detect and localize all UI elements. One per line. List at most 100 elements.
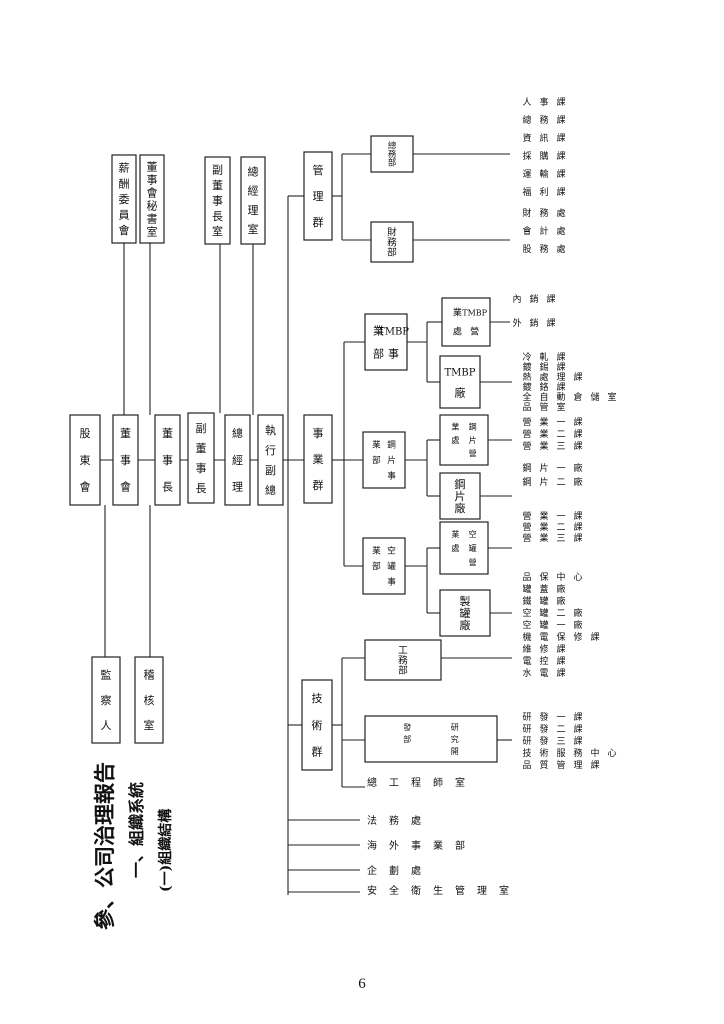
leaf-unit-steel-sales-char: 業 — [539, 416, 548, 428]
box-label-tmbp_plant-char: 廠 — [455, 385, 466, 399]
staff-unit-chief-engineer-char: 工 — [389, 778, 399, 789]
leaf-unit-finance-char: 務 — [539, 243, 548, 255]
box-label-finance-char: 部 — [387, 246, 397, 258]
org-box-comp-committee — [111, 154, 137, 244]
org-box-shareholders — [69, 414, 101, 506]
leaf-unit-engineering-char: 課 — [556, 655, 565, 667]
leaf-unit-engineering-char: 修 — [539, 643, 548, 655]
org-box-can-plant — [439, 589, 491, 637]
org-box-tmbp-sales — [441, 297, 491, 347]
leaf-unit-rnd-char: 課 — [573, 711, 582, 723]
leaf-unit-rnd-char: 理 — [573, 760, 582, 771]
leaf-unit-tmbp-plant-char: 鉻 — [539, 381, 548, 393]
leaf-unit-finance-char: 務 — [539, 207, 548, 219]
leaf-unit-general-affairs-char: 事 — [539, 96, 548, 108]
leaf-unit-tmbp-plant-char: 熱 — [522, 371, 531, 383]
org-box-mgmt-group — [303, 151, 333, 241]
leaf-unit-steel-sales-char: 二 — [556, 430, 565, 440]
leaf-unit-engineering-char: 課 — [590, 631, 599, 643]
box-label-board-char: 會 — [120, 480, 131, 494]
leaf-unit-can-plant-char: 品 — [522, 572, 531, 583]
org-box-gm — [224, 414, 251, 506]
box-label-tmbp_plant-char: TMBP — [445, 367, 476, 378]
box-label-supervisor-char: 察 — [101, 693, 112, 707]
org-box-vice-chairman — [187, 412, 215, 504]
leaf-unit-tmbp-plant-char: 鍍 — [522, 381, 531, 393]
box-label-drum_bu-char: 罐 — [387, 560, 396, 572]
box-label-tmbp_sales-char: TMBP — [462, 309, 487, 318]
leaf-unit-can-plant-char: 罐 — [539, 595, 548, 607]
leaf-unit-general-affairs-char: 訊 — [539, 132, 548, 144]
leaf-unit-steel-sales-char: 業 — [539, 440, 548, 452]
leaf-unit-finance-char: 處 — [556, 243, 565, 255]
leaf-unit-can-plant-char: 罐 — [539, 607, 548, 619]
box-label-comp_committee-char: 員 — [119, 208, 130, 221]
leaf-unit-rnd-char: 一 — [556, 713, 565, 723]
box-label-drum_sales-char: 處 — [451, 543, 459, 553]
box-label-drum_bu-char: 空 — [387, 545, 396, 557]
leaf-unit-rnd-char: 研 — [522, 724, 531, 735]
staff-unit-chief-engineer-char: 程 — [411, 777, 421, 789]
org-box-general-affairs — [370, 135, 414, 173]
box-label-evp-char: 執 — [265, 424, 276, 437]
staff-unit-chief-engineer-char: 總 — [367, 776, 377, 789]
box-label-board_secretary-char: 會 — [147, 185, 158, 199]
box-label-steel_bu-char: 鋼 — [387, 439, 396, 451]
box-label-board-char: 事 — [120, 454, 131, 467]
staff-unit-safety-char: 管 — [455, 884, 465, 897]
leaf-unit-rnd-char: 品 — [522, 760, 531, 771]
staff-unit-safety-char: 理 — [477, 885, 487, 897]
leaf-unit-finance-char: 計 — [539, 225, 548, 237]
leaf-unit-steel-plant-char: 鋼 — [522, 476, 531, 488]
leaf-unit-can-plant-char: 一 — [556, 621, 565, 631]
leaf-unit-tmbp-sales-char: 課 — [546, 293, 555, 305]
box-label-tmbp_bu-char: 部 — [373, 346, 384, 360]
staff-unit-safety-char: 室 — [499, 884, 509, 897]
leaf-unit-can-plant-char: 罐 — [539, 619, 548, 631]
box-label-gm-char: 總 — [232, 426, 243, 440]
box-label-tmbp_sales-char: 處 — [453, 326, 462, 338]
leaf-unit-rnd-char: 管 — [556, 759, 565, 771]
staff-unit-planning-char: 企 — [367, 864, 377, 877]
leaf-unit-drum-sales-char: 業 — [539, 532, 548, 544]
leaf-unit-drum-sales-char: 課 — [573, 532, 582, 544]
leaf-unit-steel-sales-char: 一 — [556, 418, 565, 428]
org-box-tmbp-plant — [439, 355, 481, 409]
page-number: 6 — [358, 976, 366, 992]
leaf-unit-general-affairs-char: 總 — [522, 114, 531, 126]
leaf-unit-general-affairs-char: 購 — [539, 150, 548, 162]
leaf-unit-tmbp-plant-char: 處 — [539, 371, 548, 383]
box-label-steel_bu-char: 部 — [372, 454, 381, 466]
leaf-unit-tmbp-plant-char: 室 — [607, 391, 616, 403]
leaf-unit-general-affairs-char: 資 — [522, 132, 531, 144]
leaf-unit-engineering-char: 電 — [539, 632, 548, 643]
box-label-drum_sales-char: 空 — [469, 529, 477, 539]
leaf-unit-rnd-char: 服 — [556, 748, 565, 759]
org-box-business-group — [303, 414, 333, 504]
leaf-unit-rnd-char: 課 — [573, 723, 582, 735]
box-label-vice_chairman-char: 副 — [196, 422, 207, 435]
box-label-engineering-char: 部 — [398, 664, 408, 676]
box-label-mgmt_group-char: 群 — [313, 215, 324, 229]
box-label-chairman-char: 長 — [162, 481, 173, 494]
leaf-unit-rnd-char: 發 — [539, 723, 548, 735]
box-label-comp_committee-char: 薪 — [119, 162, 130, 175]
box-label-business_group-char: 群 — [313, 478, 324, 492]
box-label-rnd-char: 研 — [451, 723, 459, 732]
box-label-mgmt_group-char: 理 — [313, 190, 324, 203]
leaf-unit-can-plant-char: 心 — [573, 572, 582, 583]
box-label-vice_chair_office-char: 長 — [212, 210, 223, 223]
staff-unit-planning-char: 劃 — [389, 864, 399, 877]
leaf-unit-general-affairs-char: 課 — [556, 186, 565, 198]
leaf-unit-steel-sales-char: 營 — [522, 440, 531, 452]
box-label-vice_chairman-char: 事 — [196, 462, 207, 475]
box-label-drum_bu-char: 部 — [372, 560, 381, 572]
leaf-unit-rnd-char: 中 — [590, 747, 599, 759]
leaf-unit-engineering-char: 課 — [556, 643, 565, 655]
box-label-finance-char: 務 — [387, 236, 397, 248]
staff-unit-overseas-char: 外 — [389, 840, 399, 852]
box-label-evp-char: 副 — [265, 464, 276, 477]
box-label-comp_committee-char: 酬 — [119, 177, 130, 190]
box-label-tech_group-char: 技 — [312, 692, 323, 705]
box-label-chairman-char: 董 — [162, 427, 173, 440]
